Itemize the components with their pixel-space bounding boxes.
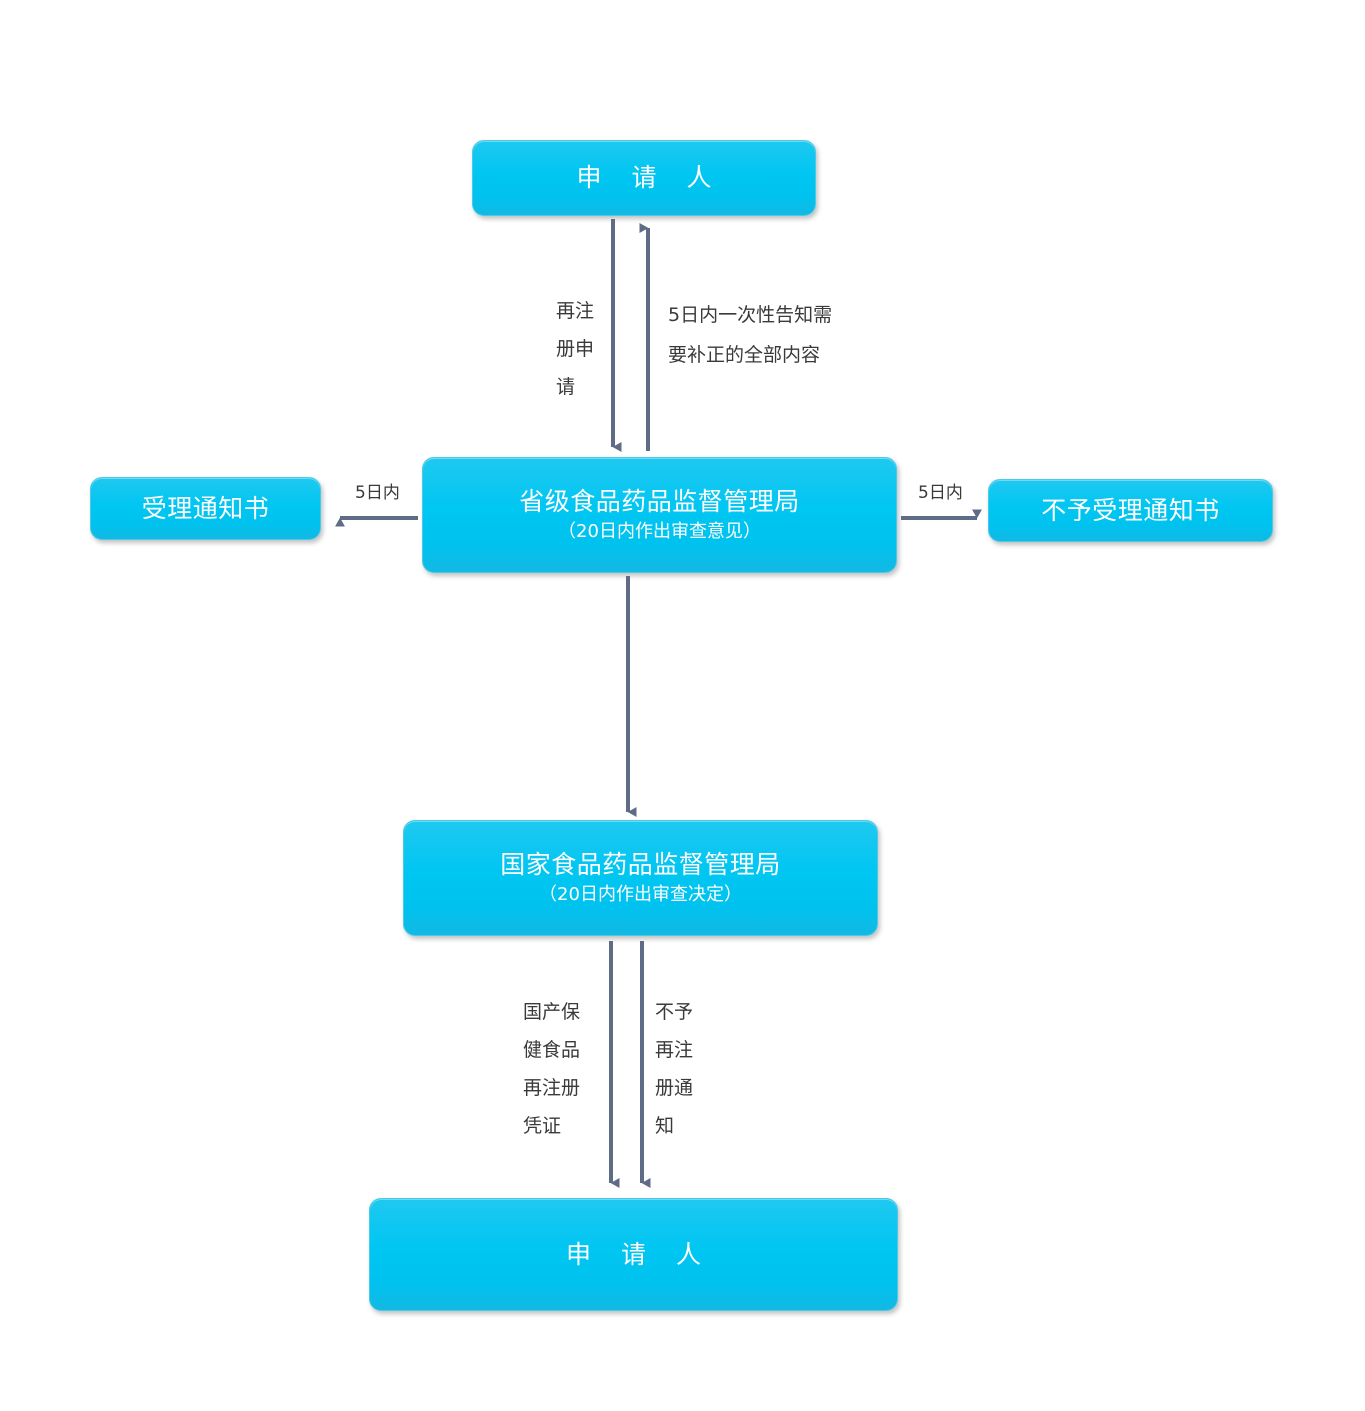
node-applicant-top-title: 申 请 人 [576, 163, 723, 193]
node-rejection-notice[interactable]: 不予受理通知书 [988, 479, 1273, 542]
edge-label-domestic-certificate: 国产保 健食品 再注册 凭证 [523, 1001, 581, 1137]
edge-label-reapplication: 再注 册申 请 [556, 300, 595, 398]
node-national-bureau[interactable]: 国家食品药品监督管理局 （20日内作出审查决定） [403, 820, 878, 936]
node-acceptance-notice[interactable]: 受理通知书 [90, 477, 321, 540]
edge-label-five-days-left: 5日内 [355, 483, 400, 503]
node-applicant-bottom-title: 申 请 人 [566, 1239, 712, 1269]
node-acceptance-notice-title: 受理通知书 [141, 493, 270, 523]
node-provincial-bureau-title: 省级食品药品监督管理局 [519, 487, 800, 517]
edge-label-notify-corrections: 5日内一次性告知需 要补正的全部内容 [668, 304, 833, 366]
node-national-bureau-subtitle: （20日内作出审查决定） [539, 884, 742, 906]
node-provincial-bureau[interactable]: 省级食品药品监督管理局 （20日内作出审查意见） [422, 457, 897, 573]
node-applicant-bottom[interactable]: 申 请 人 [369, 1198, 898, 1311]
node-rejection-notice-title: 不予受理通知书 [1041, 495, 1220, 525]
node-provincial-bureau-subtitle: （20日内作出审查意见） [558, 521, 761, 543]
edge-label-five-days-right: 5日内 [918, 483, 963, 503]
edge-label-no-reregistration-notice: 不予 再注 册通 知 [655, 1001, 694, 1137]
node-national-bureau-title: 国家食品药品监督管理局 [500, 850, 781, 880]
node-applicant-top[interactable]: 申 请 人 [472, 140, 816, 216]
